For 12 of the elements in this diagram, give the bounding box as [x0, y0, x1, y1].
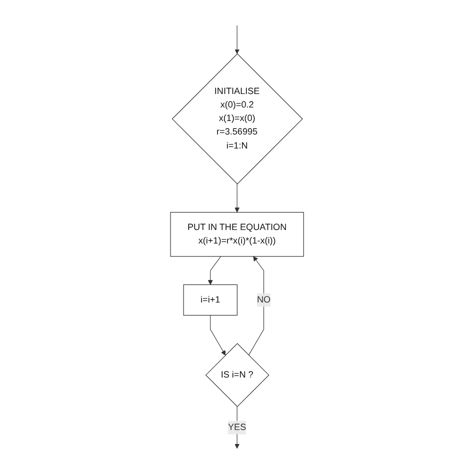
arrow	[234, 184, 240, 213]
arrow	[234, 25, 240, 54]
edge-label: YES	[228, 422, 246, 432]
edge-label: NO	[256, 294, 270, 305]
arrow	[248, 256, 264, 356]
node-diamond: INITIALISE x(0)=0.2 x(1)=x(0) r=3.56995 i=1:N	[172, 53, 303, 184]
arrow	[210, 315, 226, 356]
arrow	[208, 256, 222, 285]
node-box: PUT IN THE EQUATION x(i+1)=r*x(i)*(1-x(i))	[170, 212, 304, 257]
node-diamond: IS i=N ?	[205, 343, 270, 407]
node-box: i=i+1	[183, 284, 238, 316]
arrow	[234, 406, 240, 449]
